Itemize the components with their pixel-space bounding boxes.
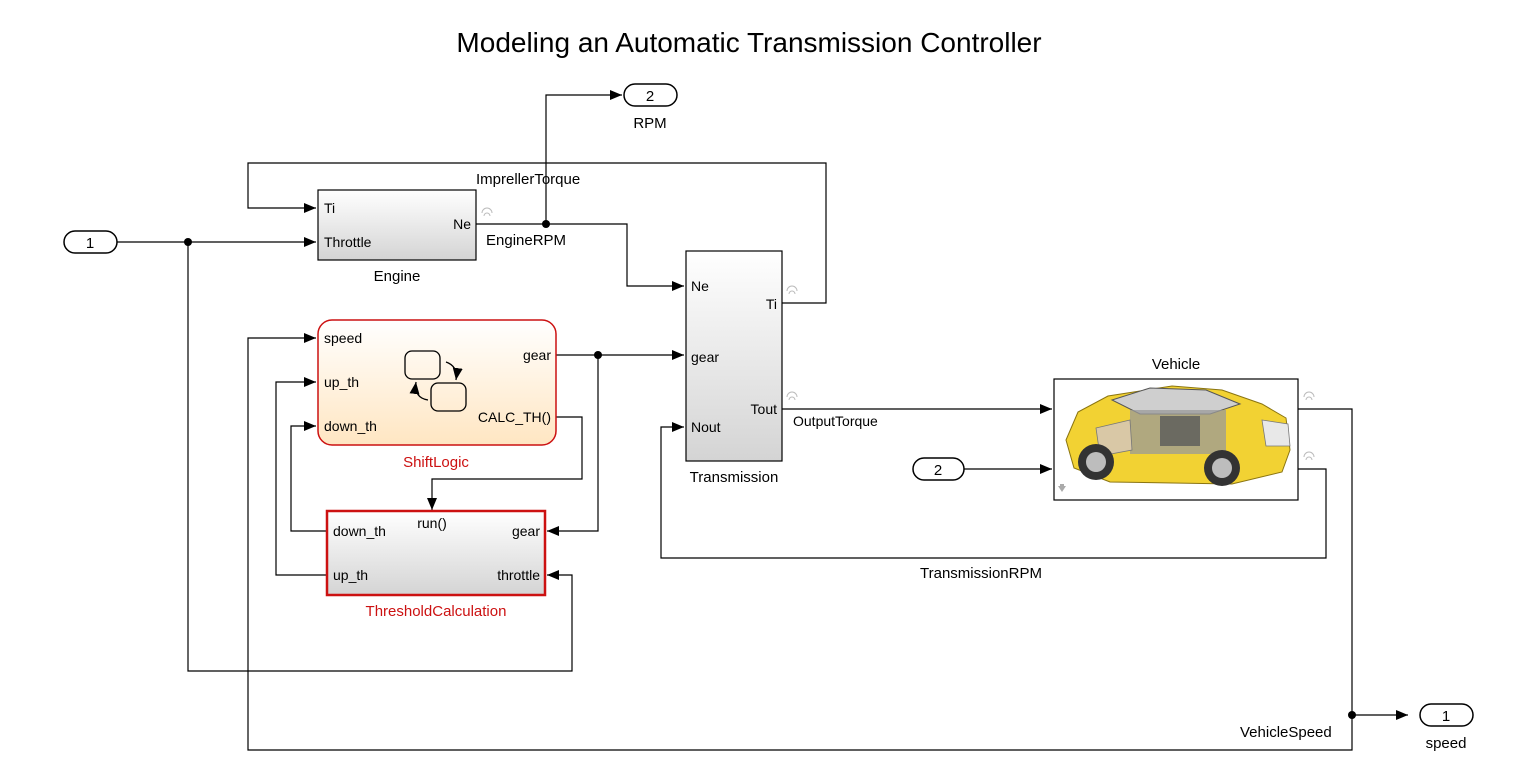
- shift-logic-speed-port: speed: [324, 330, 362, 346]
- transmission-gear-port: gear: [691, 349, 719, 365]
- signal-logging-icon: [1303, 391, 1315, 461]
- shift-logic-gear-port: gear: [523, 347, 551, 363]
- stateflow-icon: [404, 350, 467, 412]
- inport-1-number: 1: [86, 235, 94, 252]
- shift-logic-label: ShiftLogic: [403, 454, 469, 471]
- output-torque-label: OutputTorque: [793, 413, 878, 429]
- transmission-rpm-line[interactable]: [660, 422, 1327, 559]
- vehicle-speed-label: VehicleSpeed: [1240, 724, 1332, 741]
- outport-speed-number: 1: [1442, 708, 1450, 725]
- engine-ti-port: Ti: [324, 200, 335, 216]
- rpm-branch-line[interactable]: [545, 90, 622, 224]
- outport-rpm[interactable]: 2: [623, 83, 678, 107]
- engine-block[interactable]: Ti Throttle Ne: [317, 189, 477, 261]
- shift-logic-chart[interactable]: speed up_th down_th gear CALC_TH(): [317, 319, 557, 446]
- shift-logic-down-th-port: down_th: [324, 418, 377, 434]
- threshold-run-trigger: run(): [417, 515, 447, 531]
- transmission-tout-port: Tout: [751, 401, 778, 417]
- vehicle-block[interactable]: [1053, 378, 1299, 501]
- down-th-line[interactable]: [290, 421, 326, 532]
- impeller-torque-label: ImprellerTorque: [476, 171, 580, 188]
- threshold-up-th-port: up_th: [333, 567, 368, 583]
- signal-logging-icon: [481, 207, 493, 217]
- threshold-calculation-block[interactable]: run() down_th up_th gear throttle: [325, 509, 547, 597]
- inport-2[interactable]: 2: [912, 457, 965, 481]
- car-cutaway-image: [1065, 385, 1291, 486]
- outport-speed-label: speed: [1426, 735, 1467, 752]
- engine-rpm-line[interactable]: [476, 223, 684, 291]
- engine-throttle-port: Throttle: [324, 234, 372, 250]
- transmission-label: Transmission: [690, 469, 779, 486]
- vehicle-label: Vehicle: [1152, 356, 1200, 373]
- down-arrow-icon: [1058, 484, 1066, 492]
- throttle-branch-line[interactable]: [187, 242, 573, 672]
- transmission-ne-port: Ne: [691, 278, 709, 294]
- calc-th-line[interactable]: [427, 416, 583, 510]
- threshold-down-th-port: down_th: [333, 523, 386, 539]
- signal-lines: [117, 90, 1408, 751]
- outport-rpm-number: 2: [646, 88, 654, 105]
- inport-2-number: 2: [934, 462, 942, 479]
- up-th-line[interactable]: [275, 377, 326, 576]
- transmission-block[interactable]: Ne gear Nout Ti Tout: [685, 250, 783, 462]
- shift-logic-up-th-port: up_th: [324, 374, 359, 390]
- page-title: Modeling an Automatic Transmission Contr…: [456, 27, 1041, 58]
- outport-rpm-label: RPM: [633, 115, 666, 132]
- vehicle-speed-line[interactable]: [1298, 408, 1408, 720]
- transmission-rpm-label: TransmissionRPM: [920, 565, 1042, 582]
- engine-label: Engine: [374, 268, 421, 285]
- shift-logic-calc-th-port: CALC_TH(): [478, 409, 551, 425]
- threshold-throttle-port: throttle: [497, 567, 540, 583]
- gear-branch-line[interactable]: [547, 355, 599, 536]
- impeller-torque-line[interactable]: [247, 162, 827, 304]
- transmission-nout-port: Nout: [691, 419, 721, 435]
- threshold-calculation-label: ThresholdCalculation: [366, 603, 507, 620]
- outport-speed[interactable]: 1: [1419, 703, 1474, 727]
- engine-ne-port: Ne: [453, 216, 471, 232]
- transmission-ti-port: Ti: [766, 296, 777, 312]
- engine-rpm-label: EngineRPM: [486, 232, 566, 249]
- branch-points: [184, 220, 1356, 719]
- inport-1[interactable]: 1: [63, 230, 118, 254]
- threshold-gear-port: gear: [512, 523, 540, 539]
- signal-logging-icon: [786, 285, 798, 401]
- speed-feedback-line[interactable]: [247, 333, 1353, 751]
